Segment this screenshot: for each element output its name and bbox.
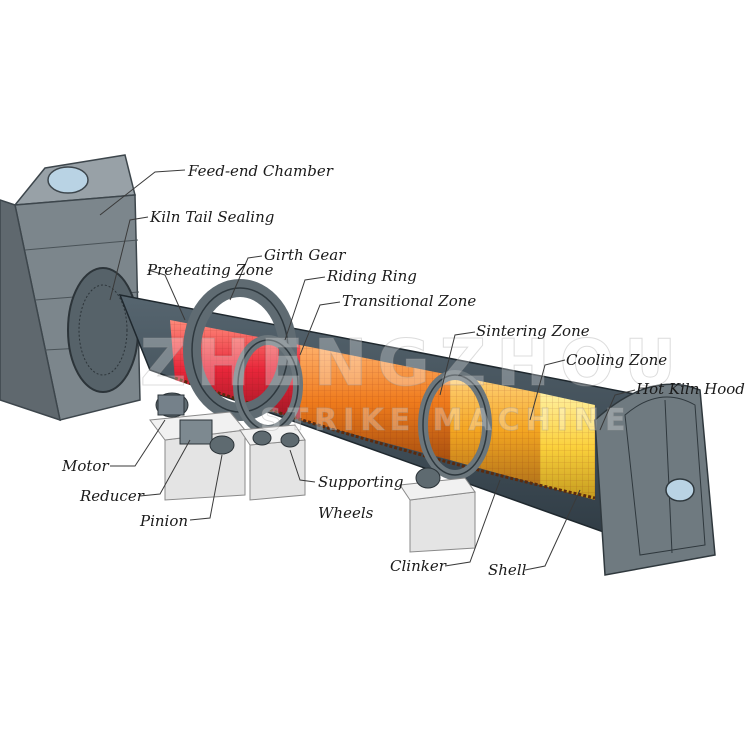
transitional-zone-area	[300, 345, 450, 460]
cooling-zone-area	[540, 393, 595, 500]
support-pier-2	[399, 477, 476, 553]
label-clinker: Clinker	[390, 557, 447, 575]
leader-kiln-tail	[109, 216, 149, 301]
leader-sintering	[439, 331, 476, 396]
motor	[155, 392, 189, 418]
sintering-zone-area	[450, 375, 540, 485]
leader-feed-end	[99, 169, 186, 216]
clinker-bed	[174, 376, 596, 500]
label-feed-end-chamber: Feed-end Chamber	[187, 162, 334, 180]
leader-transitional	[299, 301, 341, 356]
label-wheels: Wheels	[318, 504, 374, 522]
leader-lines	[99, 169, 636, 571]
reducer	[179, 419, 213, 445]
label-reducer: Reducer	[79, 487, 145, 505]
leader-hot-kiln-hood	[599, 389, 636, 431]
label-transitional-zone: Transitional Zone	[342, 292, 476, 310]
leader-pinion	[189, 454, 223, 521]
pinion	[209, 435, 235, 455]
leader-reducer	[139, 439, 191, 497]
label-hot-kiln-hood: Hot Kiln Hood	[635, 380, 745, 398]
label-riding-ring: Riding Ring	[326, 267, 417, 285]
labels: Feed-end Chamber Kiln Tail Sealing Girth…	[61, 162, 745, 579]
label-girth-gear: Girth Gear	[264, 246, 346, 264]
label-cooling-zone: Cooling Zone	[566, 351, 667, 369]
leader-riding-ring	[284, 276, 326, 341]
label-pinion: Pinion	[139, 512, 188, 530]
kiln-tail-sealing	[67, 267, 139, 393]
label-sintering-zone: Sintering Zone	[476, 322, 590, 340]
inspection-port-icon	[47, 166, 89, 194]
leader-cooling	[529, 359, 566, 421]
hood-port-icon	[665, 478, 695, 502]
leader-girth-gear	[229, 255, 263, 301]
watermark: ZHENGZHOU STRIKE MACHINE	[140, 327, 686, 439]
leader-preheating	[147, 269, 186, 321]
leader-shell	[524, 489, 581, 571]
label-preheating-zone: Preheating Zone	[146, 261, 274, 279]
leader-motor	[110, 419, 166, 467]
label-kiln-tail-sealing: Kiln Tail Sealing	[149, 208, 274, 226]
watermark-line2: STRIKE MACHINE	[260, 403, 631, 438]
label-shell: Shell	[488, 561, 527, 579]
label-supporting: Supporting	[318, 473, 403, 491]
hot-kiln-hood	[594, 383, 716, 576]
label-motor: Motor	[61, 457, 109, 475]
leader-clinker	[444, 479, 501, 567]
supporting-wheels	[252, 430, 441, 489]
watermark-logo-glyphs: ZHENGZHOU	[140, 327, 686, 401]
riding-ring-2	[418, 370, 492, 480]
leader-supporting-wheels	[289, 449, 316, 483]
